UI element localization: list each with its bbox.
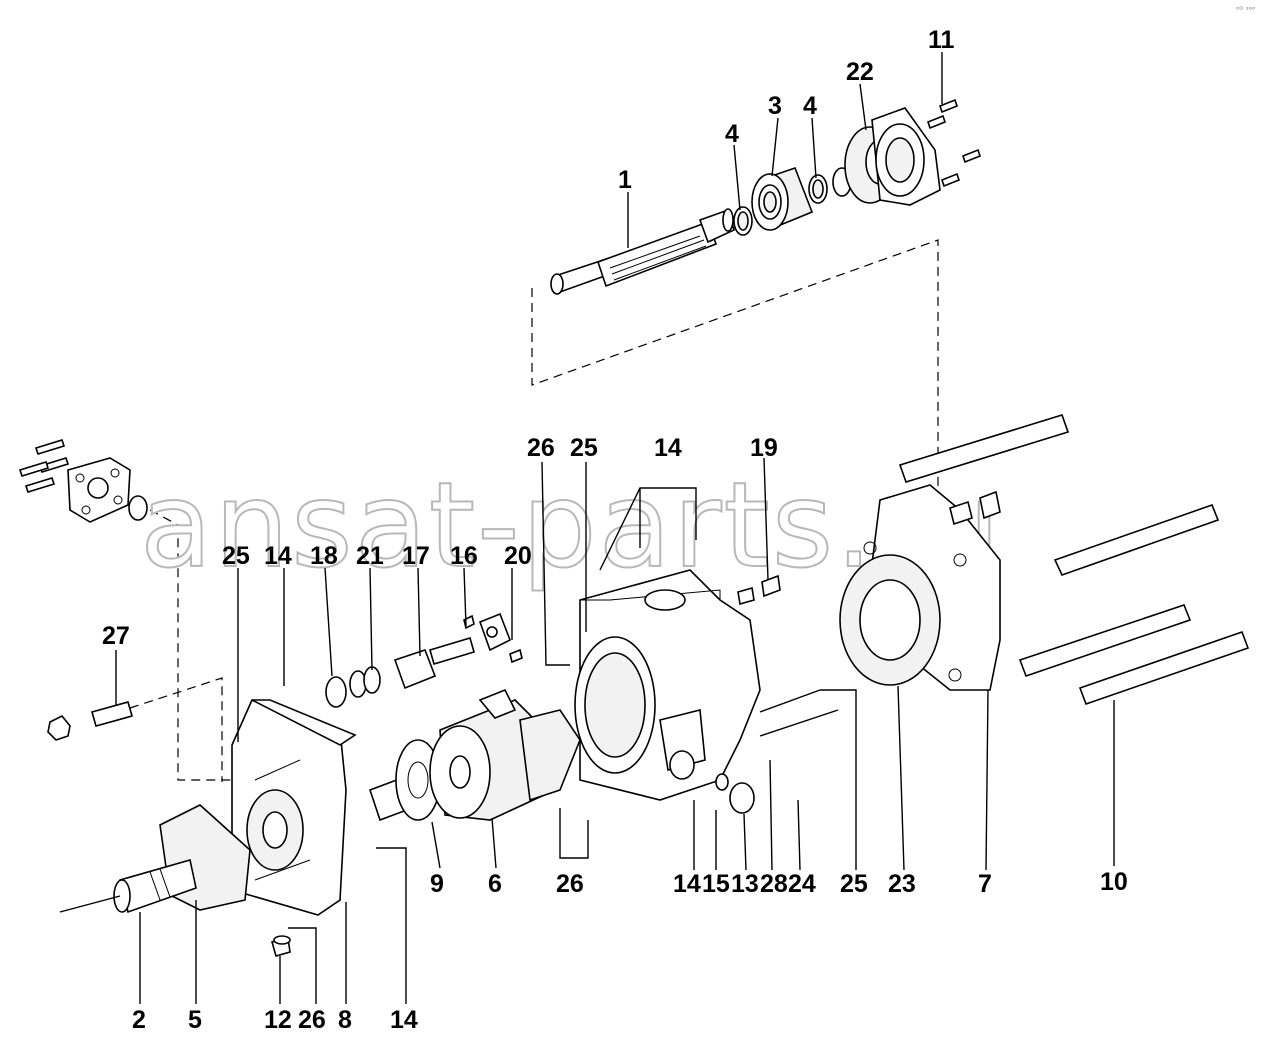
callout-3: 3 bbox=[768, 92, 782, 120]
callout-5: 5 bbox=[188, 1006, 202, 1034]
callout-4-right: 4 bbox=[803, 92, 817, 120]
input-shaft bbox=[113, 858, 197, 914]
callout-6: 6 bbox=[488, 870, 502, 898]
callout-15: 15 bbox=[702, 870, 730, 898]
callout-25-right: 25 bbox=[840, 870, 868, 898]
callout-26-top: 26 bbox=[527, 434, 555, 462]
callout-14-top: 14 bbox=[654, 434, 682, 462]
swash-plate bbox=[519, 709, 581, 802]
callout-22: 22 bbox=[846, 58, 874, 86]
callout-14-bottom: 14 bbox=[390, 1006, 418, 1034]
callout-1: 1 bbox=[618, 166, 632, 194]
shaft-assembly bbox=[531, 98, 981, 600]
callout-13: 13 bbox=[731, 870, 759, 898]
pin-and-nut bbox=[47, 677, 223, 782]
callout-7: 7 bbox=[978, 870, 992, 898]
callout-21: 21 bbox=[356, 542, 384, 570]
center-housing bbox=[574, 569, 781, 814]
shaft-axis-dashed bbox=[531, 239, 939, 600]
callout-9: 9 bbox=[430, 870, 444, 898]
left-flange-assembly bbox=[18, 439, 232, 781]
flange-o-ring bbox=[128, 495, 148, 521]
callout-25-left: 25 bbox=[222, 542, 250, 570]
rotating-group bbox=[368, 688, 581, 822]
callout-27: 27 bbox=[102, 622, 130, 650]
callout-28: 28 bbox=[760, 870, 788, 898]
callout-2: 2 bbox=[132, 1006, 146, 1034]
bearing bbox=[751, 166, 814, 231]
callout-10: 10 bbox=[1100, 868, 1128, 896]
spring-cap bbox=[325, 676, 347, 708]
callout-12: 12 bbox=[264, 1006, 292, 1034]
callout-19: 19 bbox=[750, 434, 778, 462]
callout-20: 20 bbox=[504, 542, 532, 570]
front-housing bbox=[59, 699, 357, 957]
cover-bolts bbox=[927, 98, 981, 188]
leader-lines bbox=[115, 52, 1115, 1004]
corner-mark: ᵒᴰ ˢᵒᵒ bbox=[1236, 5, 1255, 14]
callout-17: 17 bbox=[402, 542, 430, 570]
callout-11: 11 bbox=[928, 26, 955, 54]
callout-25-top: 25 bbox=[570, 434, 598, 462]
callout-4-left: 4 bbox=[725, 120, 739, 148]
callout-16: 16 bbox=[450, 542, 478, 570]
callout-labels: 1 2 3 4 4 5 6 7 8 9 10 11 12 13 14 14 14… bbox=[102, 26, 1128, 1034]
spool-sleeve bbox=[393, 648, 437, 690]
callout-8: 8 bbox=[338, 1006, 352, 1034]
compensator-assembly bbox=[325, 612, 523, 708]
callout-18: 18 bbox=[310, 542, 338, 570]
callout-26-mid: 26 bbox=[556, 870, 584, 898]
callout-24: 24 bbox=[788, 870, 816, 898]
plug-13 bbox=[729, 782, 755, 814]
cover-plate bbox=[871, 107, 941, 206]
callout-26-bottom: 26 bbox=[298, 1006, 326, 1034]
callout-14-mid: 14 bbox=[673, 870, 701, 898]
rear-housing bbox=[839, 484, 1001, 691]
drive-shaft bbox=[550, 208, 735, 295]
callout-23: 23 bbox=[888, 870, 916, 898]
long-bolts bbox=[898, 414, 1250, 706]
callout-14-left: 14 bbox=[264, 542, 292, 570]
